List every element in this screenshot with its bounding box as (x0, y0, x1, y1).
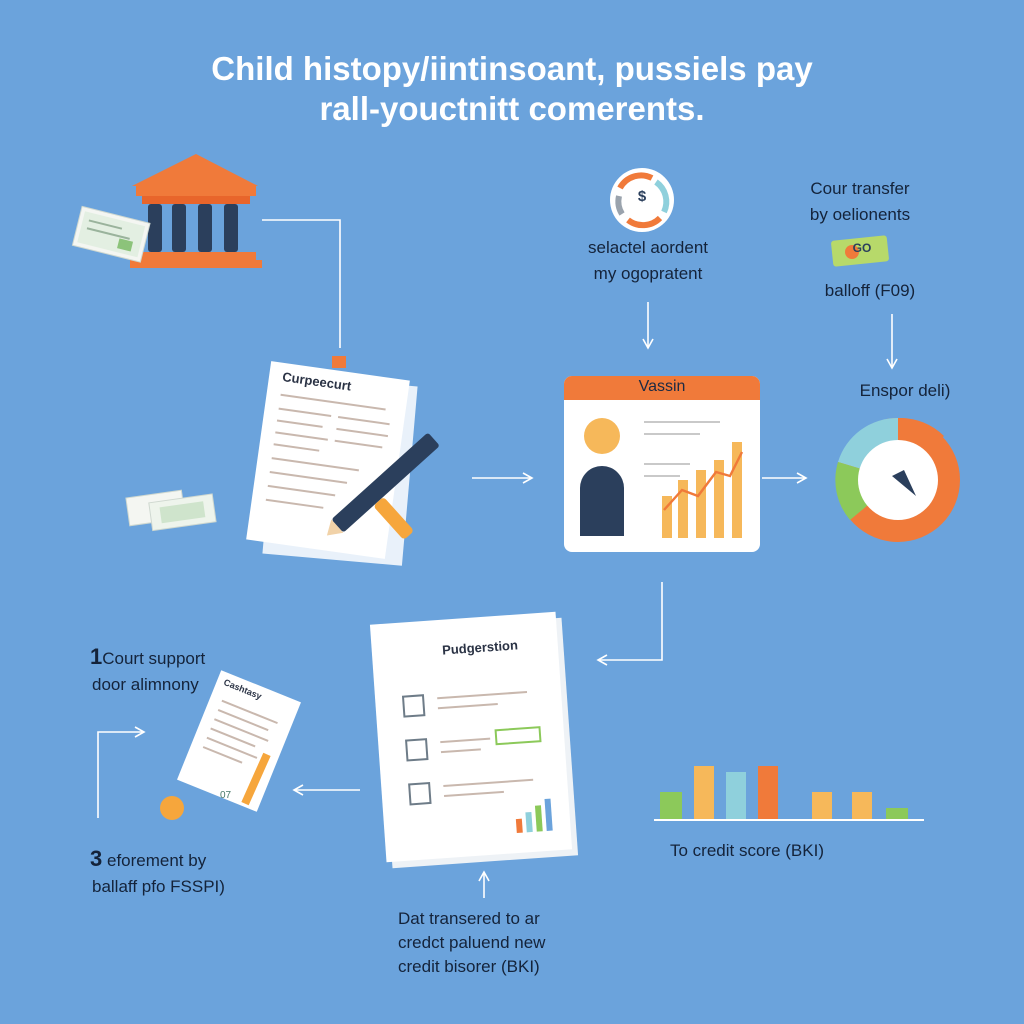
pencil-icon (326, 433, 439, 539)
bottom-label-line-1: Dat transered to ar (398, 909, 540, 928)
left-label-3-line1: eforement by (106, 851, 207, 870)
bar-chart-icon (654, 766, 924, 821)
small-document (160, 670, 301, 820)
right-top-line-3: balloff (F09) (824, 281, 916, 300)
go-badge: GO (852, 241, 872, 255)
left-label-1-num: 1 (90, 644, 103, 669)
left-label-1-line2: door alimnony (92, 675, 199, 694)
center-panel (564, 376, 760, 552)
left-label-1: 1Court support (90, 644, 205, 672)
left-label-3-num: 3 (90, 846, 103, 871)
small-doc-corner: 07 (220, 790, 232, 801)
money-icon (71, 205, 151, 263)
center-top-line-2: my ogopratent (593, 264, 703, 283)
right-top-line-1: Cour transfer (810, 179, 910, 198)
money-icon-2 (125, 489, 217, 532)
bottom-label-line-3: credit bisorer (BKI) (398, 957, 540, 976)
left-document (246, 361, 418, 566)
title-line-2: rall-youctnitt comerents. (319, 90, 705, 127)
gauge-label: Enspor deli) (859, 381, 951, 400)
left-label-3-line2: ballaff pfo FSSPI) (92, 877, 225, 896)
bars-label: To credit score (BKI) (670, 841, 824, 860)
left-label-3: 3 eforement by (90, 846, 206, 874)
bottom-document (369, 611, 579, 869)
title-line-1: Child histopy/iintinsoant, pussiels pay (211, 50, 813, 87)
panel-title: Vassin (638, 378, 686, 395)
bottom-label-line-2: credct paluend new (398, 933, 546, 952)
dollar-glyph: $ (637, 188, 647, 205)
gauge-icon (835, 417, 960, 542)
left-label-1-line1: Court support (102, 649, 206, 668)
dollar-cycle-icon (610, 168, 674, 232)
bank-icon (130, 154, 262, 268)
coin-badge (831, 235, 889, 267)
center-top-line-1: selactel aordent (587, 238, 709, 257)
right-top-line-2: by oelionents (809, 205, 911, 224)
